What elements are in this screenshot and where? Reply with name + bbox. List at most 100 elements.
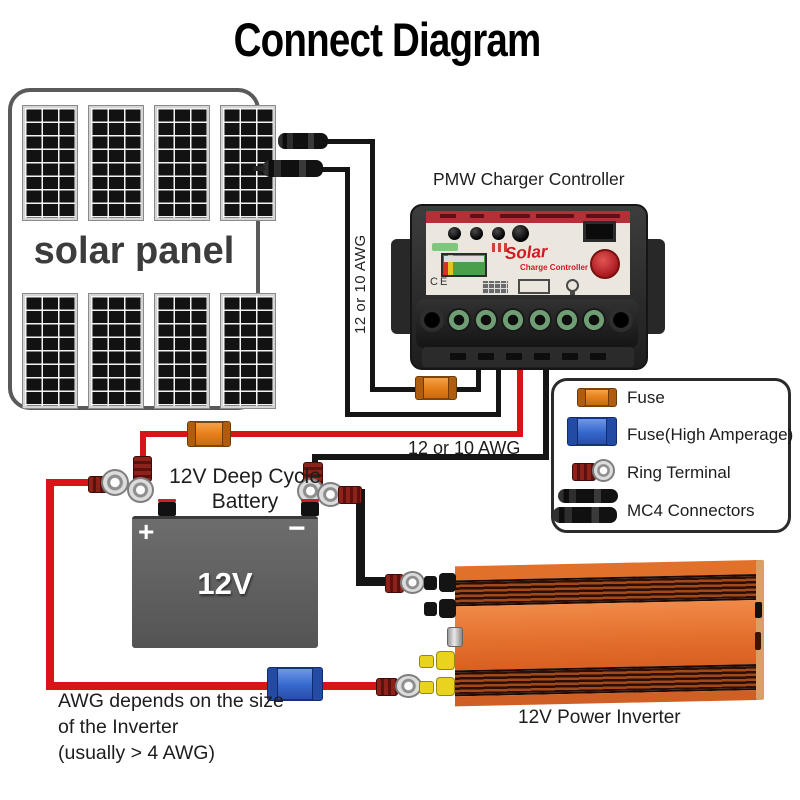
crimp: [338, 486, 362, 504]
ring-terminal-icon: [127, 477, 154, 503]
controller-button[interactable]: [590, 249, 620, 279]
wire-controller-battery-positive: [140, 431, 146, 461]
inverter-switch[interactable]: [755, 601, 762, 619]
inverter-positive-terminal[interactable]: [436, 677, 455, 696]
wire-solar-a: [326, 139, 374, 144]
fuse-icon: [415, 376, 457, 400]
wire-solar-b: [345, 412, 501, 417]
battery-voltage: 12V: [197, 566, 253, 601]
wire-solar-a: [476, 358, 481, 392]
fuse-icon: [577, 388, 617, 407]
battery-label-line2: Battery: [211, 490, 279, 513]
battery-gauge-highlight: [444, 256, 484, 262]
wire-controller-battery-positive: [140, 431, 523, 437]
mc4-connectors-icon: [553, 507, 617, 523]
legend-item-label: Ring Terminal: [627, 463, 731, 482]
wire-solar-b: [320, 167, 350, 172]
controller-led: [492, 227, 505, 240]
awg-note: AWG depends on the size of the Inverter …: [58, 688, 284, 766]
inverter-black-terminal[interactable]: [424, 602, 437, 616]
fuse-icon: [187, 421, 231, 447]
inverter-positive-terminal[interactable]: [419, 681, 434, 694]
wire-solar-b: [345, 167, 350, 417]
controller-header-strip: [426, 211, 630, 223]
solar-panel-label: solar panel: [33, 230, 235, 272]
solar-panel-row: [22, 105, 276, 221]
inverter-black-terminal[interactable]: [439, 599, 456, 618]
controller-terminal[interactable]: [528, 308, 552, 332]
controller-bottom-lip: [422, 347, 634, 367]
legend-item-label: Fuse: [627, 388, 665, 407]
mc4-connector-icon: [263, 160, 323, 177]
page-title: Connect Diagram: [233, 13, 542, 66]
bulb-icon-base: [570, 291, 575, 295]
solar-panel: solar panel: [8, 88, 276, 410]
wire-controller-battery-negative: [312, 454, 318, 466]
wire-battery-inverter-negative: [356, 577, 392, 586]
solar-panel-cell: [220, 293, 276, 409]
fuse-high-amperage-icon: [267, 667, 323, 701]
ring-terminal-icon: [101, 469, 129, 496]
battery-label-line1: 12V Deep Cycle: [169, 465, 321, 488]
red-tick-marks: [492, 243, 510, 252]
solar-panel-cell: [22, 293, 78, 409]
wire-solar-b: [496, 358, 501, 417]
awg-note-line2: of the Inverter: [58, 716, 179, 738]
controller-display: [583, 221, 616, 242]
mc4-connector-pin: [253, 166, 265, 171]
controller-vent-slot: [562, 353, 578, 360]
inverter-port: [755, 631, 761, 651]
solar-panel-cell: [22, 105, 78, 221]
mc4-connectors-icon: [558, 489, 618, 503]
inverter-yellow-terminal[interactable]: [419, 655, 434, 668]
legend-item-label: MC4 Connectors: [627, 501, 755, 520]
controller-vent-slot: [450, 353, 466, 360]
inverter-end-cap: [756, 559, 764, 701]
inverter-body-face: [455, 600, 758, 671]
inverter-ground-clip[interactable]: [447, 627, 463, 647]
wire-solar-a: [370, 139, 375, 392]
controller-terminal[interactable]: [447, 308, 471, 332]
awg-note-line1: AWG depends on the size: [58, 690, 284, 712]
battery-positive-post: [158, 499, 176, 516]
wire-battery-inverter-negative: [356, 489, 365, 586]
solar-panel-cell: [88, 105, 144, 221]
controller-terminal[interactable]: [474, 308, 498, 332]
wire-controller-battery-negative: [543, 358, 549, 460]
battery-plus-sign: +: [138, 516, 155, 547]
controller-mount-hole: [420, 308, 444, 332]
solar-panel-row: [22, 293, 276, 409]
controller-led: [448, 227, 461, 240]
ce-mark: CE: [430, 276, 450, 288]
mc4-connector-icon: [278, 133, 328, 149]
controller-terminal[interactable]: [582, 308, 606, 332]
wire-controller-battery-positive: [517, 358, 523, 437]
inverter-negative-terminal[interactable]: [424, 576, 437, 590]
controller-led: [470, 227, 483, 240]
awg-note-line3: (usually > 4 AWG): [58, 742, 215, 764]
controller-vent-slot: [534, 353, 550, 360]
battery-minus-sign: −: [288, 512, 306, 545]
controller-terminal[interactable]: [501, 308, 525, 332]
wire-battery-inverter-positive: [46, 682, 386, 690]
wire-battery-inverter-positive: [50, 479, 92, 486]
inverter-negative-terminal[interactable]: [439, 573, 456, 592]
battery: [132, 516, 318, 648]
legend-item-label: Fuse(High Amperage): [627, 425, 794, 444]
ring-terminal-icon: [400, 571, 425, 594]
inverter-label: 12V Power Inverter: [518, 707, 681, 728]
controller-vent-slot: [506, 353, 522, 360]
controller-terminal[interactable]: [555, 308, 579, 332]
ring-terminal-icon: [395, 674, 422, 698]
battery-icon: [518, 279, 550, 294]
inverter-yellow-terminal[interactable]: [436, 651, 455, 670]
battery-label: 12V Deep Cycle Battery: [150, 464, 340, 514]
battery-wire-gauge-label: 12 or 10 AWG: [408, 438, 521, 458]
wire-battery-inverter-positive: [46, 479, 54, 690]
controller-vent-slot: [590, 353, 606, 360]
wire-controller-battery-negative: [312, 454, 549, 460]
controller-knob: [512, 225, 529, 242]
controller-brand-sub: Charge Controller: [520, 263, 589, 272]
controller-mount-hole: [609, 308, 633, 332]
